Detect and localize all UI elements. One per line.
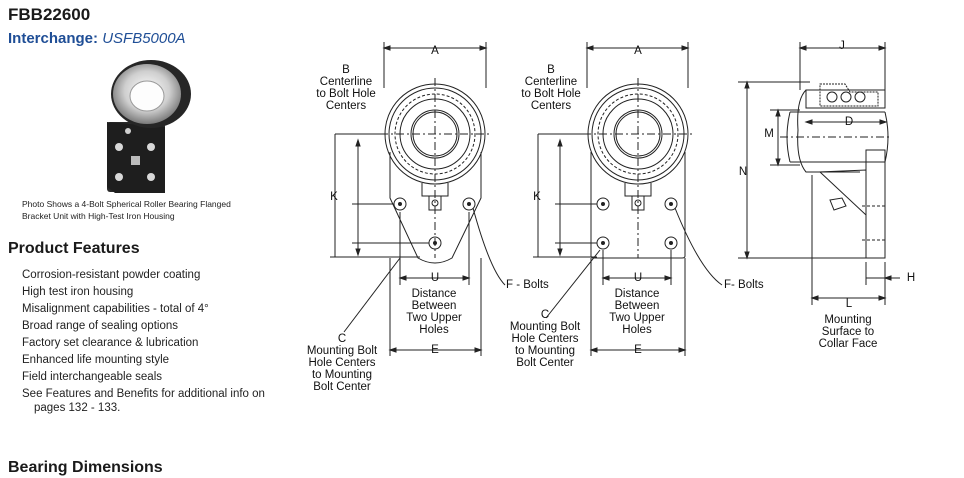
dim-u-label-1: U xyxy=(430,272,440,284)
dimensions-heading: Bearing Dimensions xyxy=(8,459,163,476)
feature-item: Factory set clearance & lubrication xyxy=(22,337,199,349)
bearing-photo xyxy=(107,60,191,193)
dim-b-label-2: B Centerline to Bolt Hole Centers xyxy=(521,64,581,112)
features-heading: Product Features xyxy=(8,240,140,257)
features-list: Corrosion-resistant powder coating High … xyxy=(22,267,272,415)
dim-j-label: J xyxy=(839,40,845,52)
dim-e-label-1: E xyxy=(431,344,439,356)
interchange-value: USFB5000A xyxy=(102,30,186,47)
dim-h-label: H xyxy=(906,272,916,284)
feature-item: Misalignment capabilities - total of 4° xyxy=(22,303,209,315)
dim-u-desc-1: Distance Between Two Upper Holes xyxy=(406,288,462,336)
mounting-surface-desc: Mounting Surface to Collar Face xyxy=(818,314,878,350)
dim-a-label-1: A xyxy=(431,45,439,57)
dim-c-label-2: C Mounting Bolt Hole Centers to Mounting… xyxy=(509,309,581,369)
dim-l-label: L xyxy=(845,298,853,310)
dim-c-label-1: C Mounting Bolt Hole Centers to Mounting… xyxy=(306,333,378,393)
feature-item: See Features and Benefits for additional… xyxy=(22,388,265,414)
dim-u-desc-2: Distance Between Two Upper Holes xyxy=(609,288,665,336)
dim-f-label-1: F - Bolts xyxy=(506,279,549,291)
dim-e-label-2: E xyxy=(634,344,642,356)
feature-item: Field interchangeable seals xyxy=(22,371,163,383)
interchange-label: Interchange: xyxy=(8,30,99,47)
feature-item: Corrosion-resistant powder coating xyxy=(22,269,201,281)
feature-item: Broad range of sealing options xyxy=(22,320,178,332)
dim-k-label-2: K xyxy=(533,191,541,203)
dim-a-label-2: A xyxy=(634,45,642,57)
product-model: FBB22600 xyxy=(8,5,91,24)
feature-item: High test iron housing xyxy=(22,286,134,298)
dim-u-label-2: U xyxy=(633,272,643,284)
dim-m-label: M xyxy=(764,128,774,140)
dim-n-label: N xyxy=(738,166,748,178)
dim-k-label-1: K xyxy=(330,191,338,203)
feature-item: Enhanced life mounting style xyxy=(22,354,170,366)
dim-b-label-1: B Centerline to Bolt Hole Centers xyxy=(316,64,376,112)
dim-d-label: D xyxy=(844,116,854,128)
interchange: Interchange: USFB5000A xyxy=(8,30,186,47)
photo-caption: Photo Shows a 4-Bolt Spherical Roller Be… xyxy=(22,199,231,221)
dim-f-label-2: F- Bolts xyxy=(724,279,764,291)
